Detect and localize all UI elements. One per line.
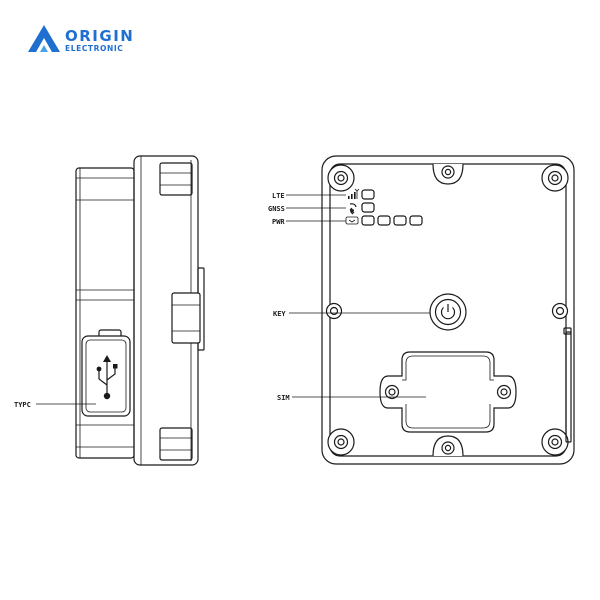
signal-antenna: [354, 188, 360, 199]
usb-icon: [96, 355, 118, 400]
top-center-screw: [432, 163, 464, 185]
usb-icon-right-square: [113, 364, 118, 369]
signal-bar: [351, 194, 353, 199]
usb-icon-left-dot: [96, 366, 102, 372]
usb-cover-inner: [85, 339, 127, 413]
notch-ring: [441, 165, 455, 179]
boss-mid: [333, 170, 349, 186]
boss-hole: [551, 174, 559, 182]
power-supply-icon: [345, 216, 359, 225]
sim-cover-inner: [402, 355, 494, 429]
boss-mid: [333, 434, 349, 450]
lte-led: [361, 189, 375, 200]
corner-screw-top-right: [541, 164, 569, 192]
middle-clip: [171, 292, 201, 344]
boss-hole: [551, 438, 559, 446]
boss-mid: [547, 434, 563, 450]
sim-cover: [379, 351, 517, 433]
gnss-led: [361, 202, 375, 213]
pwr-led-3: [393, 215, 407, 226]
usb-icon-right-branch: [106, 368, 116, 381]
boss-mid: [547, 170, 563, 186]
pwr-led-4: [409, 215, 423, 226]
led-panel: [345, 188, 423, 226]
power-supply-bolt: [348, 219, 356, 223]
logo-brand-text: ORIGIN: [65, 27, 134, 45]
signal-bar: [348, 196, 350, 199]
side-rail-cap: [563, 327, 572, 335]
boss-outer: [327, 164, 355, 192]
logo-tagline-text: ELECTRONIC: [65, 44, 123, 53]
front-view: LTE GNSS PWR KEY: [268, 155, 575, 465]
usb-c-cover: [81, 329, 131, 417]
power-key[interactable]: [429, 293, 467, 331]
side-rail: [565, 331, 572, 443]
gnss-label: GNSS: [268, 205, 285, 213]
power-supply-body: [345, 216, 359, 225]
origin-logo-icon: [28, 25, 60, 52]
screw-inner: [500, 388, 508, 396]
boss-hole: [337, 174, 345, 182]
corner-screw-bottom-right: [541, 428, 569, 456]
boss-outer: [327, 428, 355, 456]
bottom-center-screw: [432, 435, 464, 457]
sim-label: SIM: [277, 394, 290, 402]
notch-ring: [441, 441, 455, 455]
key-inner-ring[interactable]: [434, 298, 462, 326]
screw-outer: [325, 302, 343, 320]
sim-screw-right: [496, 384, 512, 400]
boss-outer: [541, 428, 569, 456]
notch-hole: [444, 168, 452, 176]
power-button-icon: [440, 304, 456, 320]
usb-icon-base: [103, 392, 111, 400]
signal-bar: [354, 192, 356, 199]
screw-inner: [329, 306, 339, 316]
satellite-arc: [349, 203, 357, 208]
corner-screw-top-left: [327, 164, 355, 192]
pwr-label: PWR: [272, 218, 285, 226]
sim-cover-outline: [379, 351, 517, 433]
usb-icon-arrow: [103, 355, 111, 362]
sim-screw-left: [384, 384, 400, 400]
satellite-icon: [349, 203, 357, 215]
pwr-led-2: [377, 215, 391, 226]
side-view: TYPC: [14, 155, 205, 466]
lte-label: LTE: [272, 192, 285, 200]
signal-icon: [348, 188, 360, 199]
left-side-screw: [325, 302, 343, 320]
boss-hole: [337, 438, 345, 446]
usb-icon-left-branch: [98, 371, 108, 386]
screw-inner: [555, 306, 565, 316]
screw-outer: [496, 384, 512, 400]
boss-outer: [541, 164, 569, 192]
screw-outer: [551, 302, 569, 320]
pwr-led-1: [361, 215, 375, 226]
notch-hole: [444, 444, 452, 452]
top-clip: [159, 162, 193, 196]
right-side-screw: [551, 302, 569, 320]
logo-accent: [40, 45, 48, 52]
key-label: KEY: [273, 310, 286, 318]
screw-outer: [384, 384, 400, 400]
company-logo: ORIGIN ELECTRONIC: [28, 25, 134, 53]
corner-screw-bottom-left: [327, 428, 355, 456]
screw-inner: [388, 388, 396, 396]
bottom-clip: [159, 427, 193, 461]
usb-cover-outline: [81, 335, 131, 417]
front-outer-shell: [321, 155, 575, 465]
power-icon-arc: [440, 307, 456, 320]
satellite-dot: [351, 209, 354, 212]
typc-label: TYPC: [14, 401, 31, 409]
